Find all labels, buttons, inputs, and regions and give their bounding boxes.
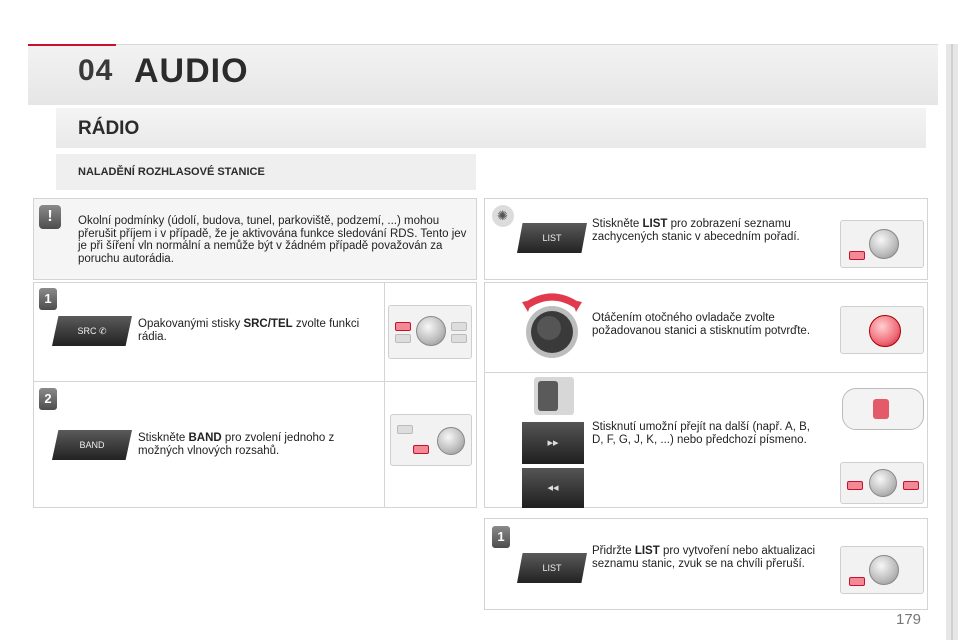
radio-front-illustration — [840, 462, 924, 504]
tip-text-hold-bold: LIST — [634, 545, 660, 557]
tip-text-letters: Stisknutí umožní přejít na další (např. … — [592, 421, 810, 446]
subsection-header — [56, 154, 476, 190]
steering-highlight — [873, 399, 889, 419]
steering-control-illustration — [534, 377, 574, 415]
step-text-1-b: zvolte funkci rádia. — [138, 318, 360, 343]
tip-text-knob: Otáčením otočného ovladače zvolte požado… — [592, 312, 811, 337]
warning-panel — [33, 198, 477, 280]
tip-text-list: Stiskněte LIST pro zobrazení seznamu zac… — [592, 218, 822, 243]
phone-icon: ✆ — [98, 326, 107, 336]
step-number-badge: 2 — [39, 388, 57, 410]
list-highlight — [849, 577, 865, 586]
bulb-glyph-icon: ✺ — [497, 208, 508, 223]
rotate-arrow-icon — [524, 293, 580, 309]
steering-wheel-illustration — [842, 388, 924, 430]
chapter-title: AUDIO — [134, 52, 249, 90]
radio-front-illustration — [390, 414, 472, 466]
radio-button — [451, 322, 467, 331]
src-highlight — [395, 322, 411, 331]
tip-text-hold-a: Přidržte — [592, 545, 635, 557]
step-text-2-bold: BAND — [188, 432, 222, 444]
radio-front-illustration — [388, 305, 472, 359]
next-highlight — [903, 481, 919, 490]
step-text-1-a: Opakovanými stisky — [138, 318, 244, 330]
radio-knob — [869, 469, 897, 497]
tip-text-hold-b: pro vytvoření nebo aktualizaci seznamu s… — [592, 545, 816, 570]
exclamation-icon: ! — [39, 205, 61, 229]
rotary-knob-illustration — [520, 290, 584, 360]
tip-text-list-a: Stiskněte — [592, 218, 643, 230]
step-number-badge: 1 — [492, 526, 510, 548]
radio-knob — [869, 555, 899, 585]
bulb-icon — [492, 205, 514, 227]
radio-knob — [869, 229, 899, 259]
src-button-label: SRC — [77, 326, 97, 336]
step-text-2-a: Stiskněte — [138, 432, 189, 444]
radio-front-illustration — [840, 546, 924, 594]
chapter-header — [28, 44, 938, 105]
accent-line — [28, 44, 116, 46]
list-highlight — [849, 251, 865, 260]
subsection-title: NALADĚNÍ ROZHLASOVÉ STANICE — [78, 166, 265, 178]
list-button: LIST — [517, 223, 587, 253]
tip-text-list-bold: LIST — [642, 218, 668, 230]
tip-text-hold-list: Přidržte LIST pro vytvoření nebo aktuali… — [592, 545, 822, 570]
warning-text: Okolní podmínky (údolí, budova, tunel, p… — [78, 215, 467, 265]
page-number: 179 — [896, 611, 922, 628]
radio-button — [395, 334, 411, 343]
section-title: RÁDIO — [78, 118, 140, 139]
radio-button — [451, 334, 467, 343]
previous-letter-button: ◂◂ — [522, 468, 584, 508]
src-button: SRC ✆ — [52, 316, 132, 346]
step-number-badge: 1 — [39, 288, 57, 310]
radio-button — [397, 425, 413, 434]
steering-button — [538, 381, 558, 411]
prev-highlight — [847, 481, 863, 490]
band-button: BAND — [52, 430, 132, 460]
section-header — [56, 108, 926, 148]
radio-knob — [416, 316, 446, 346]
list-button: LIST — [517, 553, 587, 583]
step-text-2-b: pro zvolení jednoho z možných vlnových r… — [138, 432, 335, 457]
step-text-1-bold: SRC/TEL — [243, 318, 293, 330]
step-text-1: Opakovanými stisky SRC/TEL zvolte funkci… — [138, 318, 368, 343]
step-text-2: Stiskněte BAND pro zvolení jednoho z mož… — [138, 432, 368, 457]
page-edge-line — [951, 44, 953, 640]
radio-knob-highlight — [869, 315, 901, 347]
chapter-number: 04 — [78, 54, 114, 87]
radio-front-illustration — [840, 220, 924, 268]
band-highlight — [413, 445, 429, 454]
tip-text-list-b: pro zobrazení seznamu zachycených stanic… — [592, 218, 800, 243]
radio-front-illustration — [840, 306, 924, 354]
radio-knob — [437, 427, 465, 455]
next-letter-button: ▸▸ — [522, 422, 584, 464]
